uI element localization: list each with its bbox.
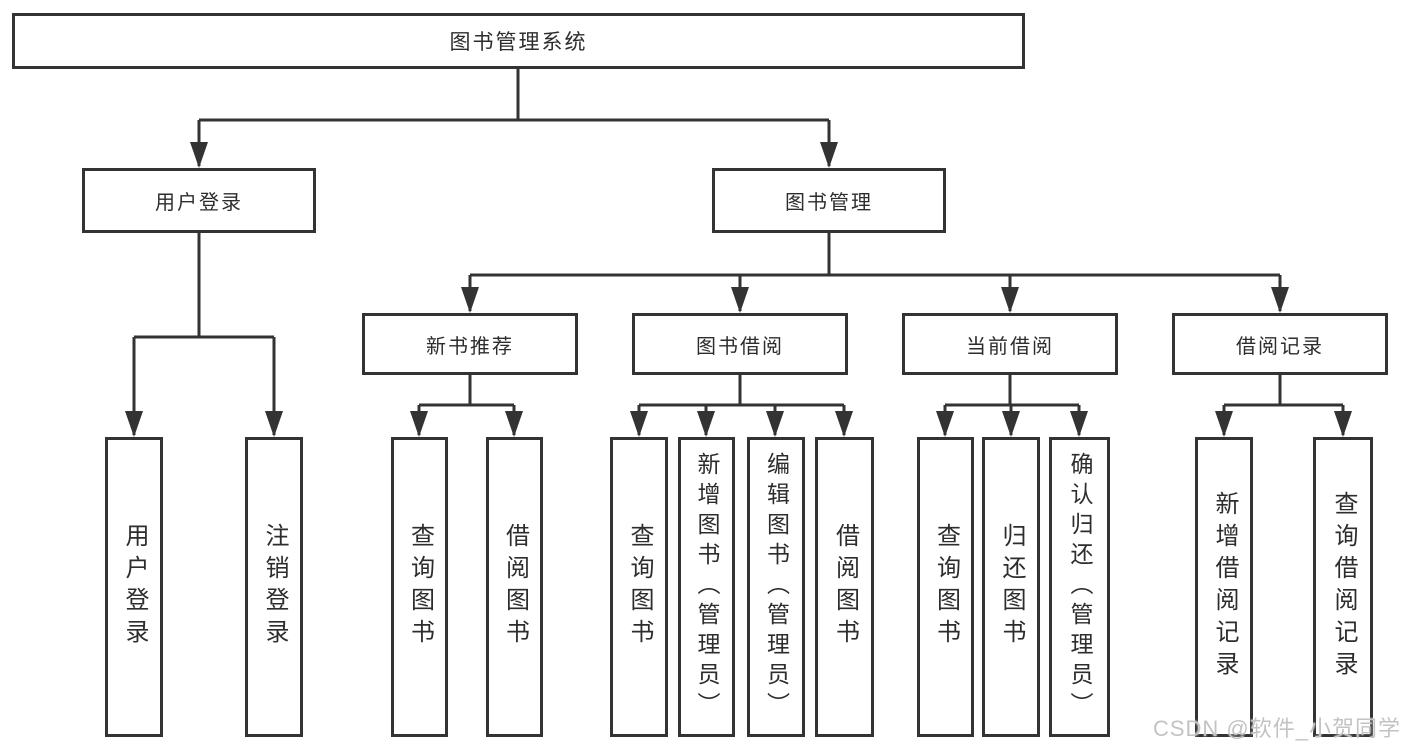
leaf-box-query-books-2: 查询图书 [610, 437, 668, 737]
leaf-box-edit-books-admin: 编辑图书（管理员） [747, 437, 805, 737]
leaf-label: 查询图书 [932, 523, 960, 651]
node-box-current-borrow: 当前借阅 [902, 313, 1118, 375]
leaf-box-add-books-admin: 新增图书（管理员） [678, 437, 735, 737]
leaf-label: 查询借阅记录 [1330, 491, 1357, 683]
leaf-label: 用户登录 [121, 523, 148, 651]
node-box-user-login: 用户登录 [82, 168, 316, 233]
leaf-label: 新增图书（管理员） [694, 452, 720, 722]
leaf-label: 确认归还（管理员） [1067, 452, 1093, 722]
leaf-box-query-books-1: 查询图书 [391, 437, 448, 737]
leaf-box-logout: 注销登录 [245, 437, 303, 737]
leaf-box-query-books-3: 查询图书 [917, 437, 974, 737]
node-box-root: 图书管理系统 [12, 13, 1025, 69]
leaf-box-borrow-books-2: 借阅图书 [815, 437, 874, 737]
leaf-box-user-login: 用户登录 [105, 437, 163, 737]
csdn-watermark: CSDN @软件_小贺同学 [1152, 716, 1401, 741]
node-box-new-book-recommend: 新书推荐 [362, 313, 578, 375]
connector-lines [132, 69, 1345, 435]
leaf-box-borrow-books-1: 借阅图书 [486, 437, 543, 737]
node-box-book-borrow: 图书借阅 [632, 313, 848, 375]
leaf-label: 归还图书 [998, 523, 1025, 651]
leaf-label: 借阅图书 [831, 523, 859, 651]
leaf-box-confirm-return-admin: 确认归还（管理员） [1049, 437, 1110, 737]
leaf-label: 编辑图书（管理员） [763, 452, 790, 722]
leaf-box-add-borrow-record: 新增借阅记录 [1195, 437, 1253, 737]
leaf-box-query-borrow-record: 查询借阅记录 [1313, 437, 1373, 737]
leaf-label: 借阅图书 [501, 523, 529, 651]
leaf-label: 查询图书 [406, 523, 434, 651]
leaf-label: 查询图书 [626, 523, 653, 651]
leaf-box-return-books: 归还图书 [982, 437, 1040, 737]
node-box-book-management: 图书管理 [712, 168, 946, 233]
leaf-label: 新增借阅记录 [1211, 491, 1238, 683]
node-box-borrow-records: 借阅记录 [1172, 313, 1388, 375]
leaf-label: 注销登录 [261, 523, 288, 651]
